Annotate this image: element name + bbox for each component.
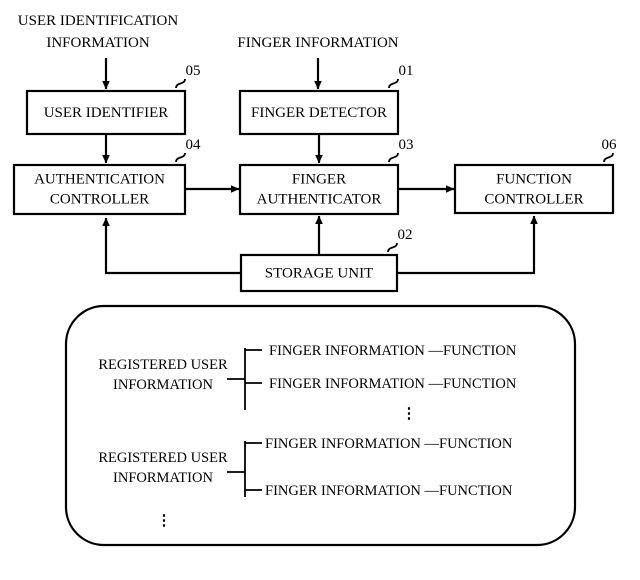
block-finger-authenticator-label-line2: AUTHENTICATOR (257, 191, 382, 207)
ref-number-04: 04 (186, 137, 202, 153)
input-label-user-identification-information: USER IDENTIFICATION INFORMATION (18, 13, 179, 51)
leader-line-04 (175, 152, 186, 163)
ref-number-03: 03 (399, 137, 414, 153)
block-storage-unit-label: STORAGE UNIT (265, 265, 373, 281)
group-1-entry-2: FINGER INFORMATION —FUNCTION (269, 376, 517, 392)
block-finger-detector[interactable] (238, 89, 400, 136)
group-1-entries-ellipsis: ⋮ (402, 406, 417, 422)
leader-line-03 (388, 152, 399, 163)
group-2-label-line2: INFORMATION (113, 470, 213, 486)
block-finger-authenticator[interactable] (238, 163, 400, 216)
block-storage-unit[interactable] (239, 253, 399, 293)
input-label-finger-information: FINGER INFORMATION (237, 35, 398, 51)
group-2-label-line1: REGISTERED USER (98, 450, 228, 466)
block-finger-authenticator-label-line1: FINGER (292, 171, 346, 187)
block-authentication-controller-label-line1: AUTHENTICATION (34, 171, 165, 187)
block-user-identifier[interactable] (25, 89, 187, 136)
input-user-id-line1: USER IDENTIFICATION (18, 13, 179, 29)
leader-line-01 (388, 78, 399, 89)
input-finger-info-line1: FINGER INFORMATION (237, 35, 398, 51)
group-1-label-line2: INFORMATION (113, 377, 213, 393)
leader-line-05 (175, 78, 186, 89)
block-finger-detector-label: FINGER DETECTOR (251, 105, 387, 121)
leader-line-06 (603, 152, 614, 163)
block-function-controller-label-line1: FUNCTION (496, 171, 572, 187)
groups-ellipsis: ⋮ (157, 513, 172, 529)
block-authentication-controller-label-line2: CONTROLLER (50, 191, 149, 207)
group-1-entry-1: FINGER INFORMATION —FUNCTION (269, 343, 517, 359)
ref-number-02: 02 (398, 227, 413, 243)
block-function-controller-label-line2: CONTROLLER (484, 191, 583, 207)
registered-user-group-2: REGISTERED USER INFORMATION FINGER INFOR… (98, 436, 512, 499)
arrow-storage-unit-to-function-controller (397, 215, 538, 275)
group-2-entry-2: FINGER INFORMATION —FUNCTION (265, 483, 513, 499)
block-function-controller[interactable] (453, 163, 615, 215)
group-2-entry-1: FINGER INFORMATION —FUNCTION (265, 436, 513, 452)
arrow-storage-unit-to-authentication-controller (102, 217, 241, 275)
ref-number-06: 06 (602, 137, 618, 153)
block-user-identifier-label: USER IDENTIFIER (44, 105, 169, 121)
block-authentication-controller[interactable] (12, 163, 187, 216)
ref-number-01: 01 (399, 63, 414, 79)
leader-line-02 (387, 242, 398, 253)
storage-contents-container (64, 304, 577, 547)
ref-number-05: 05 (186, 63, 201, 79)
registered-user-group-1: REGISTERED USER INFORMATION FINGER INFOR… (98, 343, 516, 422)
input-user-id-line2: INFORMATION (46, 35, 150, 51)
group-1-label-line1: REGISTERED USER (98, 357, 228, 373)
